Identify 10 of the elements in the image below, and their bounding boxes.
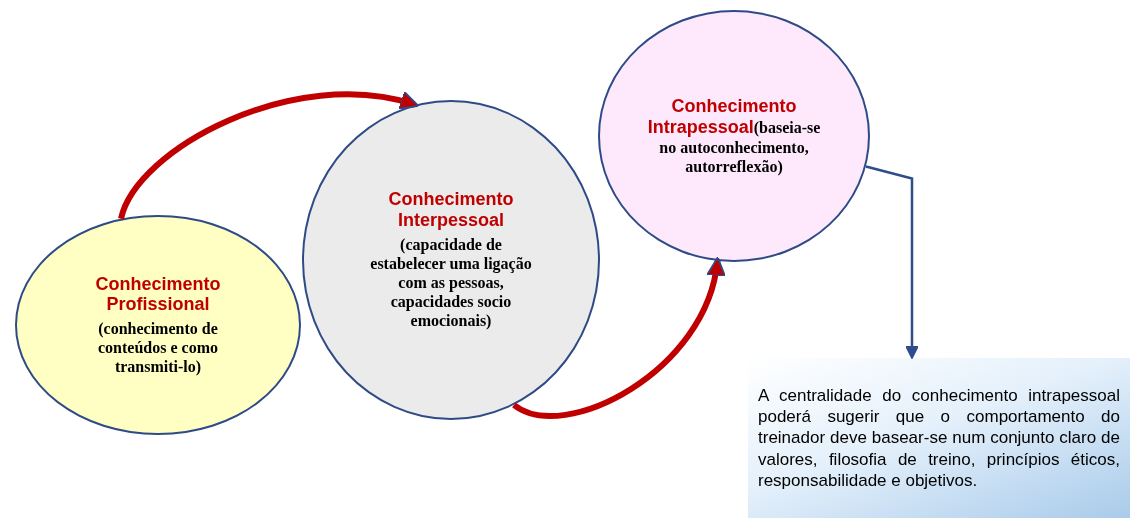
node-description: (conhecimento de conteúdos e como transmiti-lo) <box>97 318 219 377</box>
node-heading: Conhecimento Profissional <box>94 273 222 315</box>
node-description: (capacidade de estabelecer uma ligação com as pessoas, capacidades socio emocionais) <box>369 234 533 331</box>
text-box <box>748 358 1130 518</box>
node-text: Conhecimento Intrapessoal(baseia-se no autoconhecimento, autorreflexão) <box>646 96 822 176</box>
curved-arrow <box>512 256 725 419</box>
curved-arrow <box>118 91 420 220</box>
curved-arrow <box>865 165 919 360</box>
note-text: A centralidade do conhecimento intrapessoal poderá sugerir que o comportamento do treinador deve basear-se num conjunto claro de valores, filosofia de treino, princípios éticos, responsabilidade e objetivos. <box>758 384 1120 492</box>
node-heading: Conhecimento Interpessoal <box>387 189 515 231</box>
